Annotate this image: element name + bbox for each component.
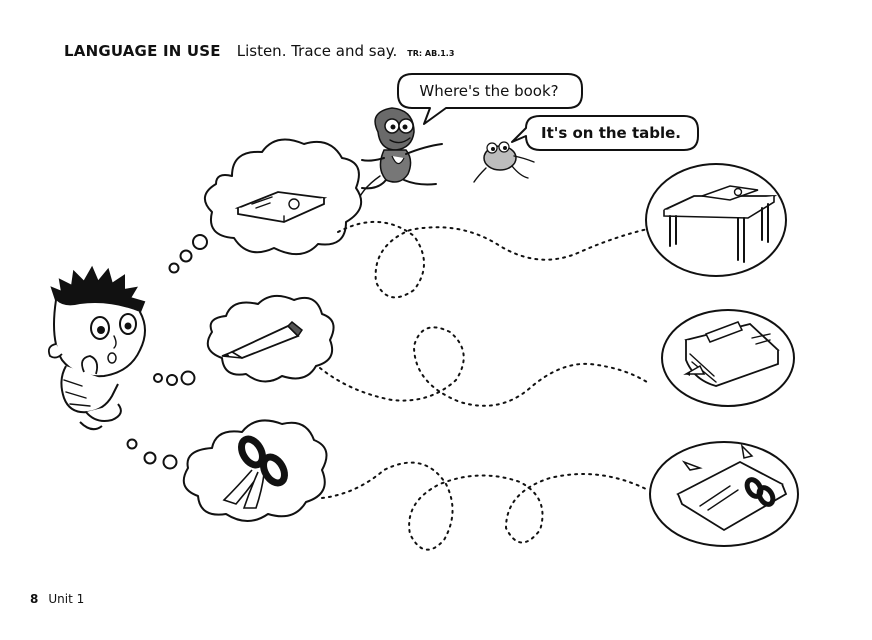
boy-character <box>47 265 146 431</box>
unit-label: Unit 1 <box>48 592 85 606</box>
page-number: 8 <box>30 592 39 606</box>
page-footer: 8 Unit 1 <box>30 592 84 606</box>
tracing-path-book[interactable] <box>337 221 653 299</box>
monkey-character <box>355 107 443 207</box>
section-title: LANGUAGE IN USE <box>64 42 221 60</box>
speech-answer-text: It's on the table. <box>541 124 681 142</box>
tracing-path-pencil[interactable] <box>319 326 651 407</box>
speech-bubble-question <box>397 73 583 125</box>
activity-header: LANGUAGE IN USE Listen. Trace and say. T… <box>64 42 454 60</box>
speech-question-text: Where's the book? <box>419 82 559 100</box>
thought-cloud-pencil <box>153 294 335 386</box>
tracing-path-scissors[interactable] <box>321 461 649 551</box>
frog-character <box>473 141 535 183</box>
speech-bubble-answer <box>511 115 699 151</box>
answer-box-scissors[interactable] <box>649 441 799 547</box>
answer-book-pencil[interactable] <box>661 309 795 407</box>
track-code: TR: AB.1.3 <box>407 49 455 58</box>
instruction-text: Listen. Trace and say. <box>236 42 398 60</box>
answer-table-book[interactable] <box>645 163 787 277</box>
thought-cloud-scissors <box>126 419 328 522</box>
thought-cloud-book <box>168 138 363 274</box>
